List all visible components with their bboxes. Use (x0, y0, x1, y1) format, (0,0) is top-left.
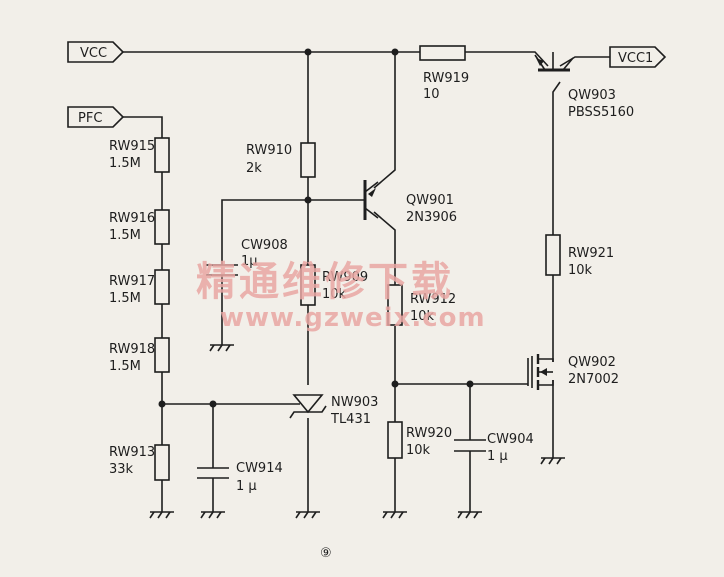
component-labels: RW919 10 QW903 PBSS5160 RW910 2k QW901 2… (109, 71, 634, 494)
resistor-rw913 (154, 444, 170, 481)
rw909-value: 10k (322, 287, 347, 302)
port-vcc-label: VCC (80, 46, 107, 61)
wires (123, 51, 610, 512)
cw914-ref: CW914 (236, 461, 283, 476)
shunt-regulator-nw903 (289, 394, 327, 419)
qw901-value: 2N3906 (406, 210, 457, 225)
qw903-ref: QW903 (568, 88, 616, 103)
nw903-value: TL431 (330, 412, 371, 427)
junctions (158, 48, 474, 408)
rw910-value: 2k (246, 161, 262, 176)
watermark-url: www.gzweix.com (220, 303, 486, 333)
resistor-rw918 (154, 337, 170, 373)
rw910-ref: RW910 (246, 143, 292, 158)
rw918-value: 1.5M (109, 359, 141, 374)
qw901-ref: QW901 (406, 193, 454, 208)
rw920-value: 10k (406, 443, 431, 458)
rw913-ref: RW913 (109, 445, 155, 460)
cw914-value: 1 μ (236, 479, 257, 494)
rw917-value: 1.5M (109, 291, 141, 306)
cw904-ref: CW904 (487, 432, 534, 447)
resistor-rw912 (387, 284, 403, 326)
rw919-value: 10 (423, 87, 440, 102)
resistor-rw920 (387, 421, 403, 459)
ground-icons (149, 344, 565, 519)
rw915-value: 1.5M (109, 156, 141, 171)
nw903-ref: NW903 (331, 395, 378, 410)
transistor-qw901-pnp (363, 180, 379, 220)
mosfet-qw902 (531, 354, 554, 390)
rw921-value: 10k (568, 263, 593, 278)
port-vcc: VCC (67, 41, 125, 63)
port-pfc: PFC (67, 106, 125, 128)
resistor-rw909 (300, 264, 316, 306)
resistor-rw915 (154, 137, 170, 173)
rw912-ref: RW912 (410, 292, 456, 307)
figure-number: ⑨ (320, 546, 332, 561)
port-vcc1-label: VCC1 (618, 51, 653, 66)
resistor-rw919 (419, 45, 466, 61)
rw920-ref: RW920 (406, 426, 452, 441)
resistor-rw921 (545, 234, 561, 276)
rw915-ref: RW915 (109, 139, 155, 154)
transistor-qw903-pnp (534, 54, 574, 72)
capacitor-cw914 (197, 467, 229, 479)
rw912-value: 10k (410, 309, 435, 324)
port-pfc-label: PFC (78, 111, 102, 126)
resistor-rw917 (154, 269, 170, 305)
rw918-ref: RW918 (109, 342, 155, 357)
rw919-ref: RW919 (423, 71, 469, 86)
rw921-ref: RW921 (568, 246, 614, 261)
capacitor-cw908 (206, 264, 238, 276)
qw902-value: 2N7002 (568, 372, 619, 387)
port-vcc1: VCC1 (609, 46, 667, 68)
rw917-ref: RW917 (109, 274, 155, 289)
qw902-ref: QW902 (568, 355, 616, 370)
qw903-value: PBSS5160 (568, 105, 634, 120)
resistor-rw916 (154, 209, 170, 245)
resistor-rw910 (300, 142, 316, 178)
rw913-value: 33k (109, 462, 134, 477)
rw909-ref: RW909 (322, 270, 368, 285)
cw908-value: 1μ (241, 254, 258, 269)
capacitor-cw904 (454, 439, 486, 452)
rw916-value: 1.5M (109, 228, 141, 243)
watermark-chinese: 精通维修下载 (196, 259, 454, 305)
cw904-value: 1 μ (487, 449, 508, 464)
cw908-ref: CW908 (241, 238, 288, 253)
rw916-ref: RW916 (109, 211, 155, 226)
